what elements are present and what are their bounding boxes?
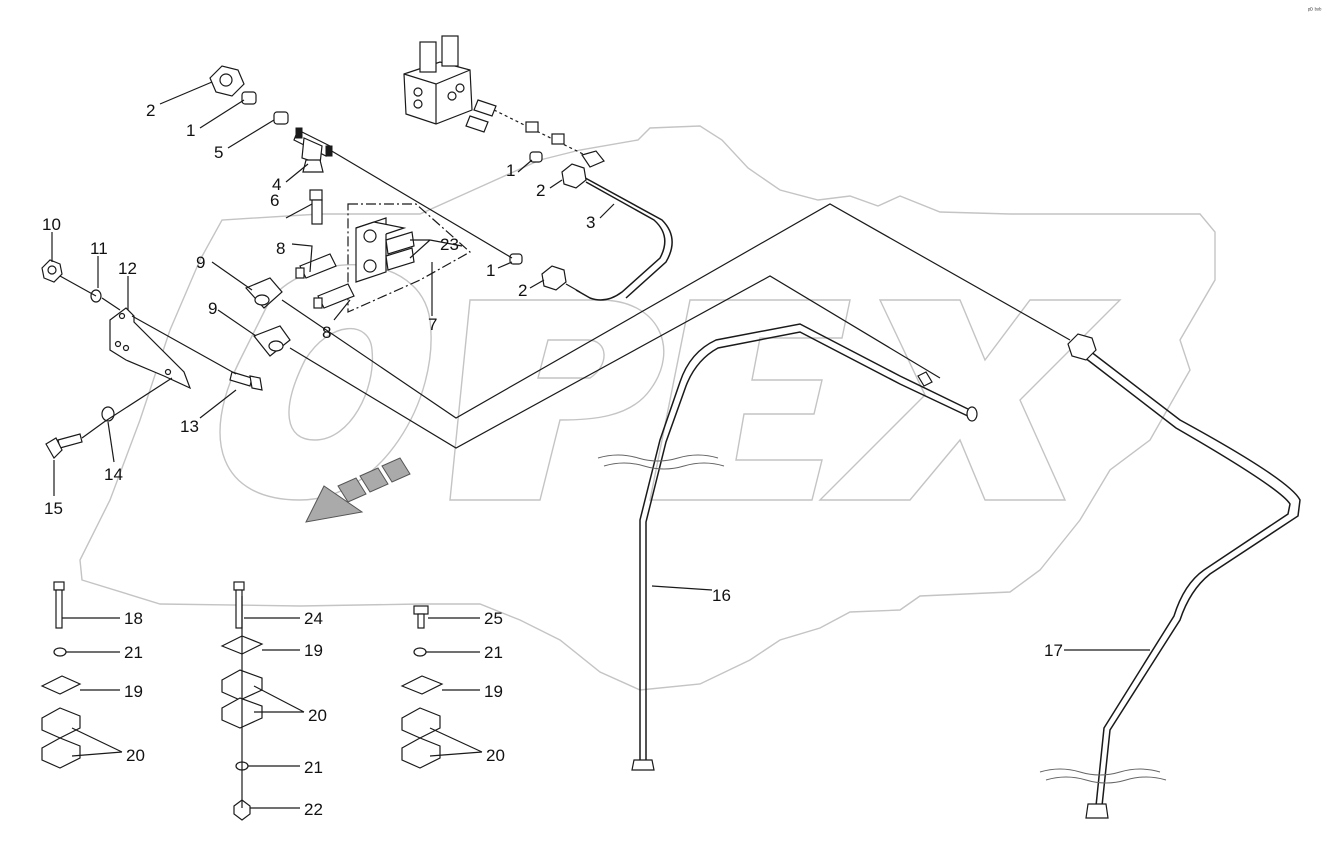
callout-25: 25 [484, 609, 503, 628]
callout-2-mid: 2 [518, 281, 527, 300]
callout-16: 16 [712, 586, 731, 605]
union-8-upper [295, 253, 337, 279]
callout-1-mid: 1 [486, 261, 495, 280]
callout-19-left: 19 [124, 682, 143, 701]
opex-watermark [79, 125, 1216, 691]
callout-20-right: 20 [486, 746, 505, 765]
callout-20-middle: 20 [308, 706, 327, 725]
callout-labels: 2 1 5 4 6 8 9 9 8 7 23 1 2 3 1 2 10 11 1… [42, 101, 1063, 819]
watermark-letter-e [649, 299, 851, 501]
distributor-7 [347, 203, 472, 313]
callout-17: 17 [1044, 641, 1063, 660]
callout-23: 23 [440, 235, 459, 254]
corner-code: ᵖᴰ ᵇᵒᵇ [1308, 7, 1322, 14]
nut-10 [41, 259, 63, 283]
callout-2-top: 2 [146, 101, 155, 120]
callout-1-top: 1 [186, 121, 195, 140]
callout-1-right: 1 [506, 161, 515, 180]
bolt-15 [45, 433, 83, 459]
callout-12: 12 [118, 259, 137, 278]
callout-9-upper: 9 [196, 253, 205, 272]
callout-6: 6 [270, 191, 279, 210]
callout-20-left: 20 [126, 746, 145, 765]
union-8-lower [313, 283, 355, 309]
clamp-stack-right [400, 605, 444, 769]
fitting-nut-2-mid [541, 265, 567, 291]
clamp-stack-left [40, 581, 82, 769]
fitting-nut-2-right [561, 163, 587, 189]
watermark-letter-p [449, 299, 665, 501]
fitting-nut-2-top [209, 65, 245, 97]
callout-7: 7 [428, 315, 437, 334]
ferrule-1-mid [509, 253, 523, 265]
tee-fitting [293, 127, 333, 165]
watermark-letter-x [818, 299, 1122, 501]
watermark-gear [79, 125, 1216, 691]
callout-14: 14 [104, 465, 123, 484]
pipe-3 [575, 173, 673, 301]
callout-19-middle: 19 [304, 641, 323, 660]
break-marks [597, 454, 1167, 784]
pipe-run-lower-2 [289, 275, 941, 449]
callout-13: 13 [180, 417, 199, 436]
valve-block [403, 35, 605, 168]
callout-21-middle-lower: 21 [304, 758, 323, 777]
nipple-6 [309, 189, 323, 225]
callout-21-right: 21 [484, 643, 503, 662]
ferrule-1-right [529, 151, 543, 163]
ferrule-1-top [241, 91, 257, 105]
callout-9-lower: 9 [208, 299, 217, 318]
callout-24: 24 [304, 609, 323, 628]
bracket-12 [109, 307, 192, 390]
callout-8-lower: 8 [322, 323, 331, 342]
callout-11: 11 [90, 239, 108, 258]
callout-22: 22 [304, 800, 323, 819]
elbow-9-lower [253, 325, 291, 357]
callout-4: 4 [272, 175, 281, 194]
callout-3: 3 [586, 213, 595, 232]
pipe-run-upper [329, 149, 581, 293]
insert-5 [273, 111, 289, 125]
callout-2-right: 2 [536, 181, 545, 200]
callout-19-right: 19 [484, 682, 503, 701]
pipe-17 [1067, 333, 1301, 819]
callout-18: 18 [124, 609, 143, 628]
callout-15: 15 [44, 499, 63, 518]
pipe-16 [631, 323, 978, 771]
elbow-9-upper [244, 277, 283, 309]
pipe-run-lower [281, 203, 1071, 419]
leader-lines [51, 81, 1150, 809]
callout-8-upper: 8 [276, 239, 285, 258]
bolt-13 [229, 371, 263, 391]
callout-5: 5 [214, 143, 223, 162]
callout-10: 10 [42, 215, 61, 234]
callout-21-left: 21 [124, 643, 143, 662]
direction-arrow [305, 457, 411, 523]
